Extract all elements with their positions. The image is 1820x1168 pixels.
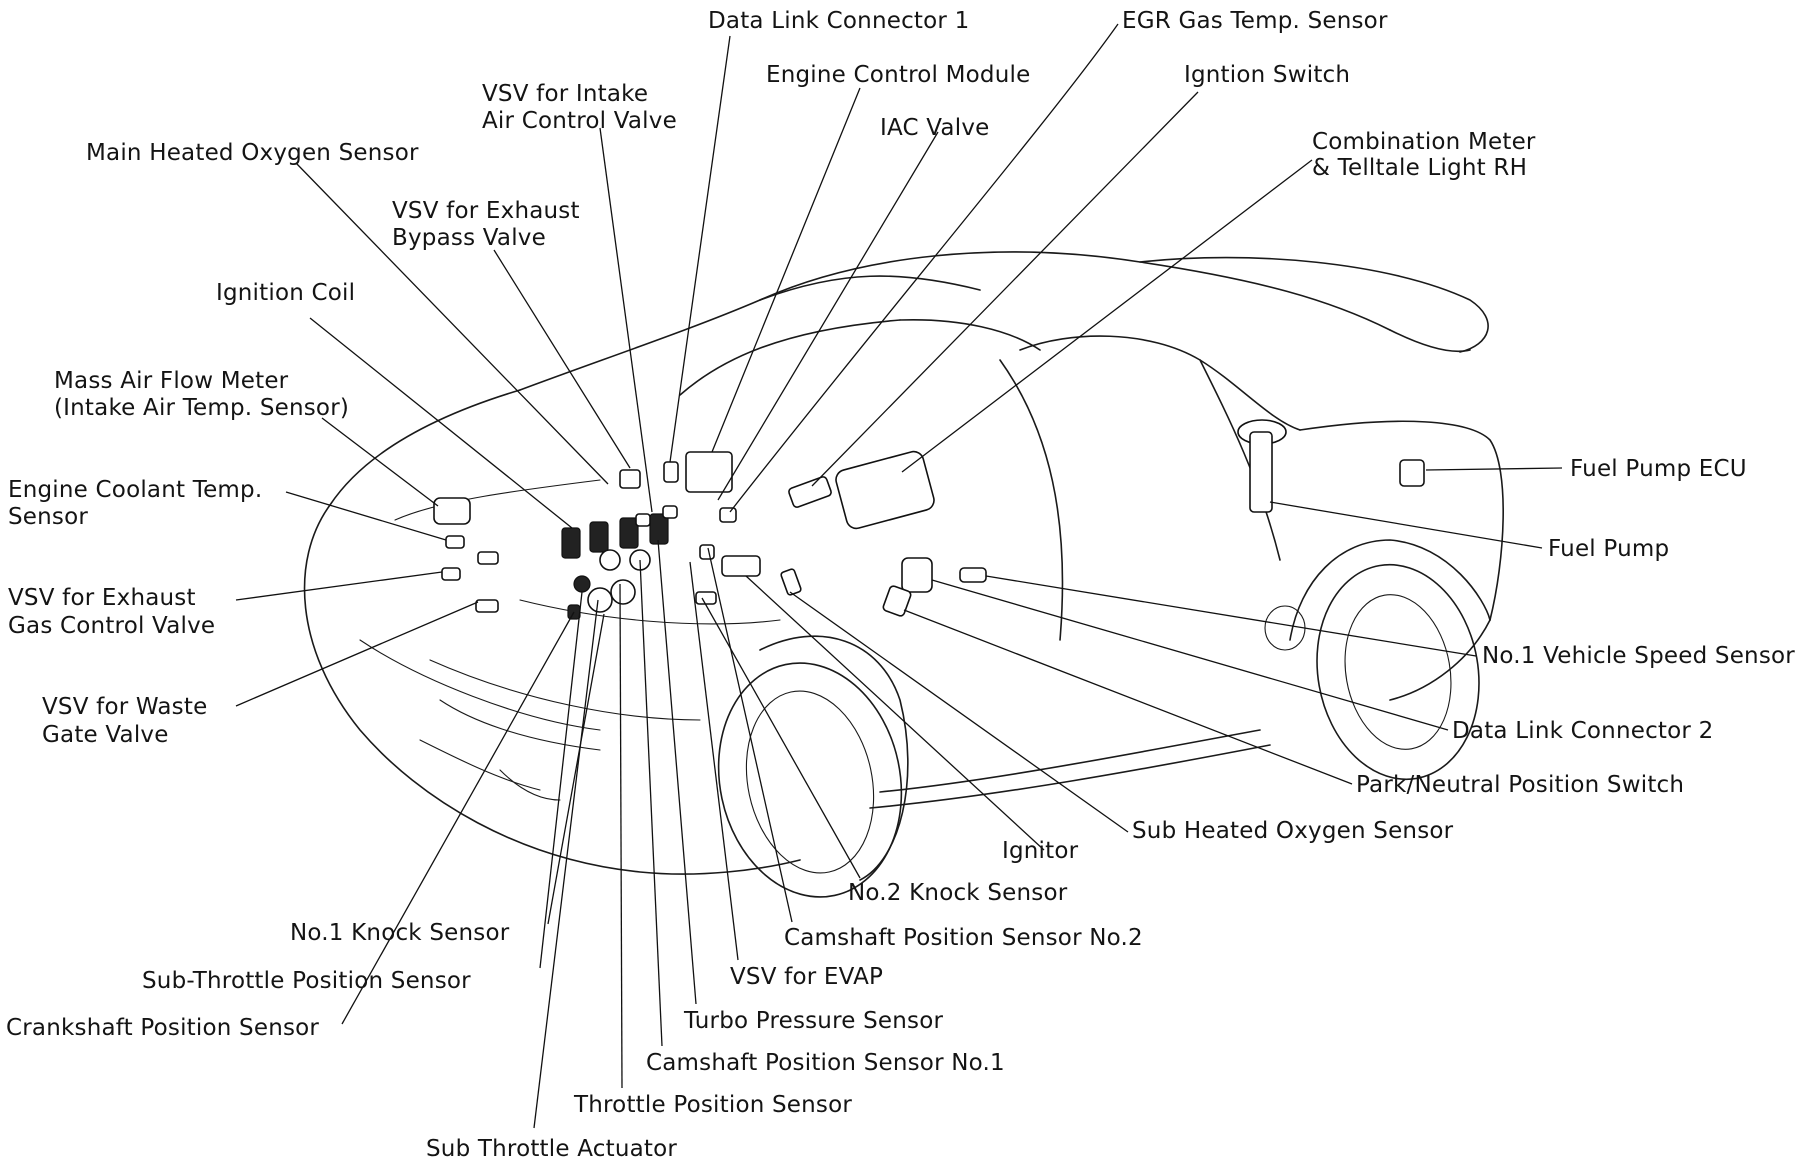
leader-data-link-connector-2 xyxy=(931,579,1449,731)
label-engine-coolant-temp-1: Engine Coolant Temp. xyxy=(8,477,262,503)
label-throttle-position-sensor: Throttle Position Sensor xyxy=(573,1092,852,1118)
label-vsv-waste-gate-1: VSV for Waste xyxy=(42,694,207,720)
leader-ignition-switch xyxy=(811,91,1199,487)
label-vsv-exhaust-gas-control-1: VSV for Exhaust xyxy=(8,585,196,611)
leader-lines xyxy=(235,23,1563,1129)
label-engine-coolant-temp-2: Sensor xyxy=(8,504,88,530)
component-labels: Data Link Connector 1 EGR Gas Temp. Sens… xyxy=(6,8,1795,1162)
label-data-link-connector-2: Data Link Connector 2 xyxy=(1452,718,1713,744)
leader-park-neutral-switch xyxy=(903,609,1353,785)
label-sub-heated-oxygen-sensor: Sub Heated Oxygen Sensor xyxy=(1132,818,1454,844)
leader-fuel-pump xyxy=(1269,501,1543,549)
label-combination-meter-1: Combination Meter xyxy=(1312,129,1536,155)
label-vsv-for-evap: VSV for EVAP xyxy=(730,964,883,990)
label-ignition-coil: Ignition Coil xyxy=(216,280,355,306)
mass-air-flow-meter-part xyxy=(433,497,471,525)
leader-iac-valve xyxy=(717,131,939,501)
label-sub-throttle-position-sensor: Sub-Throttle Position Sensor xyxy=(142,968,471,994)
leader-ignitor xyxy=(745,575,1045,851)
leader-no1-vehicle-speed-sensor xyxy=(985,575,1477,657)
leader-vsv-exhaust-bypass xyxy=(493,249,631,469)
leader-fuel-pump-ecu xyxy=(1425,467,1563,471)
engine-components xyxy=(433,419,1425,620)
vehicle-speed-sensor-part xyxy=(959,567,987,583)
label-mass-air-flow-meter-1: Mass Air Flow Meter xyxy=(54,368,289,394)
leader-no2-knock-sensor xyxy=(701,597,861,879)
ignition-coil-part xyxy=(649,513,669,545)
leader-no1-knock-sensor xyxy=(547,613,605,925)
label-ignitor: Ignitor xyxy=(1002,838,1079,864)
leader-engine-coolant-temp xyxy=(285,491,447,541)
leader-sub-throttle-position xyxy=(539,591,583,969)
leader-vsv-intake xyxy=(599,127,653,513)
leader-vsv-exhaust-gas-control xyxy=(235,571,443,601)
leader-engine-control-module xyxy=(711,87,861,453)
combination-meter-part xyxy=(835,450,935,530)
label-vsv-exhaust-bypass-1: VSV for Exhaust xyxy=(392,198,580,224)
leader-egr-gas-temp-sensor xyxy=(729,23,1119,513)
fuel-pump-ecu-part xyxy=(1399,459,1425,487)
label-no1-vehicle-speed-sensor: No.1 Vehicle Speed Sensor xyxy=(1482,643,1795,669)
leader-throttle-position xyxy=(619,583,623,1089)
leader-ignition-coil xyxy=(309,317,573,529)
leader-camshaft-no2 xyxy=(707,547,793,923)
label-vsv-waste-gate-2: Gate Valve xyxy=(42,722,169,748)
ignitor-part xyxy=(721,555,761,577)
leader-mass-air-flow-meter xyxy=(321,417,439,507)
data-link-connector-2-part xyxy=(901,557,933,593)
leader-data-link-connector-1 xyxy=(669,35,731,463)
leader-camshaft-no1 xyxy=(639,559,663,1047)
label-turbo-pressure-sensor: Turbo Pressure Sensor xyxy=(683,1008,943,1034)
label-vsv-exhaust-bypass-2: Bypass Valve xyxy=(392,225,546,251)
label-egr-gas-temp-sensor: EGR Gas Temp. Sensor xyxy=(1122,8,1388,34)
leader-turbo-pressure-sensor xyxy=(657,539,697,1005)
leader-sub-heated-oxygen-sensor xyxy=(789,591,1129,833)
leader-vsv-waste-gate xyxy=(235,601,479,707)
label-vsv-intake-1: VSV for Intake xyxy=(482,81,648,107)
label-sub-throttle-actuator: Sub Throttle Actuator xyxy=(426,1136,677,1162)
label-camshaft-position-sensor-no1: Camshaft Position Sensor No.1 xyxy=(646,1050,1005,1076)
label-ignition-switch: Igntion Switch xyxy=(1184,62,1350,88)
label-no1-knock-sensor: No.1 Knock Sensor xyxy=(290,920,510,946)
label-fuel-pump: Fuel Pump xyxy=(1548,536,1669,562)
label-main-heated-oxygen-sensor: Main Heated Oxygen Sensor xyxy=(86,140,419,166)
engine-control-module-part xyxy=(685,451,733,493)
label-vsv-exhaust-gas-control-2: Gas Control Valve xyxy=(8,613,215,639)
label-vsv-intake-2: Air Control Valve xyxy=(482,108,677,134)
label-mass-air-flow-meter-2: (Intake Air Temp. Sensor) xyxy=(54,395,349,421)
leader-combination-meter xyxy=(901,159,1313,473)
label-fuel-pump-ecu: Fuel Pump ECU xyxy=(1570,456,1747,482)
label-park-neutral-position-switch: Park/Neutral Position Switch xyxy=(1356,772,1684,798)
label-crankshaft-position-sensor: Crankshaft Position Sensor xyxy=(6,1015,319,1041)
label-iac-valve: IAC Valve xyxy=(880,115,989,141)
label-camshaft-position-sensor-no2: Camshaft Position Sensor No.2 xyxy=(784,925,1143,951)
label-engine-control-module: Engine Control Module xyxy=(766,62,1030,88)
leader-sub-throttle-actuator xyxy=(533,599,599,1129)
label-combination-meter-2: & Telltale Light RH xyxy=(1312,155,1527,181)
car-body-outline xyxy=(303,251,1504,898)
leader-crankshaft-position xyxy=(341,611,575,1025)
label-no2-knock-sensor: No.2 Knock Sensor xyxy=(848,880,1068,906)
leader-main-heated-oxygen-sensor xyxy=(295,162,609,485)
leader-vsv-for-evap xyxy=(689,561,739,961)
label-data-link-connector-1: Data Link Connector 1 xyxy=(708,8,969,34)
